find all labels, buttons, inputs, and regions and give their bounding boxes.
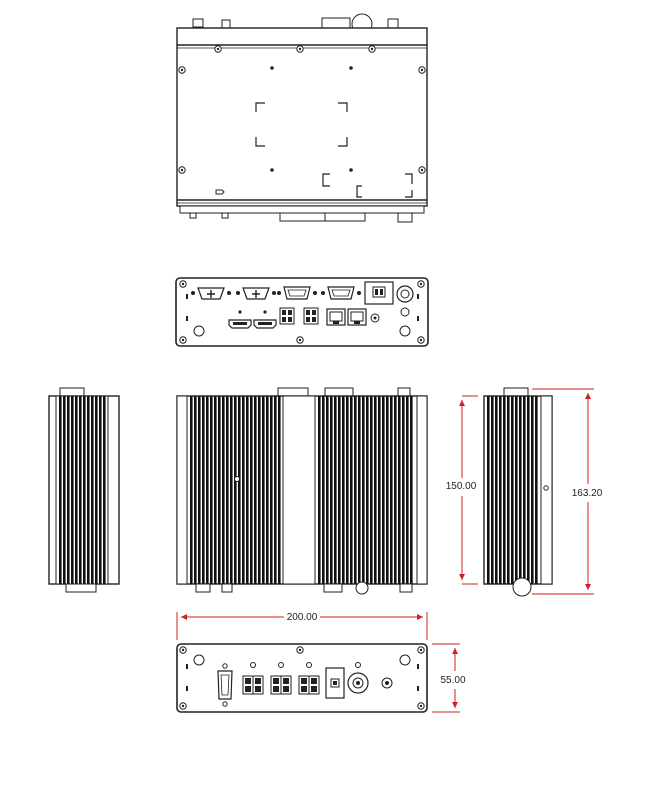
heatsink-fin (386, 396, 389, 584)
heatsink-fin (358, 396, 361, 584)
heatsink-fin (230, 396, 233, 584)
heatsink-fin (250, 396, 253, 584)
dimension-depth-overall: 163.20 (572, 488, 603, 499)
heatsink-fin (274, 396, 277, 584)
heatsink-fin (210, 396, 213, 584)
right-side-view (483, 387, 553, 597)
heatsink-fin (366, 396, 369, 584)
dimension-width: 200.00 (287, 612, 318, 623)
heatsink-fin (262, 396, 265, 584)
heatsink-fin (83, 396, 86, 584)
heatsink-fin (342, 396, 345, 584)
front-view (176, 643, 428, 713)
heatsink-fin (334, 396, 337, 584)
heatsink-fin (222, 396, 225, 584)
heatsink-fin (246, 396, 249, 584)
dimension-height: 55.00 (440, 675, 465, 686)
heatsink-fin (198, 396, 201, 584)
heatsink-fin (71, 396, 74, 584)
heatsink-fin (322, 396, 325, 584)
heatsink-fin (278, 396, 281, 584)
heatsink-fin (238, 396, 241, 584)
heatsink-fin (499, 396, 502, 584)
heatsink-fin (103, 396, 106, 584)
heatsink-fin (59, 396, 62, 584)
top-view (176, 13, 428, 223)
heatsink-fin (91, 396, 94, 584)
heatsink-fin (523, 396, 526, 584)
heatsink-fin (87, 396, 90, 584)
heatsink-fin (206, 396, 209, 584)
heatsink-fin (266, 396, 269, 584)
heatsink-fin (354, 396, 357, 584)
heatsink-fin (79, 396, 82, 584)
heatsink-fin (507, 396, 510, 584)
left-side-view (48, 387, 120, 593)
heatsink-fin (378, 396, 381, 584)
heatsink-fin (338, 396, 341, 584)
heatsink-fin (258, 396, 261, 584)
heatsink-fin (350, 396, 353, 584)
heatsink-fin (202, 396, 205, 584)
heatsink-fin (519, 396, 522, 584)
heatsink-fin (99, 396, 102, 584)
heatsink-fin (495, 396, 498, 584)
heatsink-fin (398, 396, 401, 584)
heatsink-fin (410, 396, 413, 584)
heatsink-fin (326, 396, 329, 584)
heatsink-fin (67, 396, 70, 584)
heatsink-fin (226, 396, 229, 584)
heatsink-fin (218, 396, 221, 584)
heatsink-fin (402, 396, 405, 584)
heatsink-fin (318, 396, 321, 584)
heatsink-fin (242, 396, 245, 584)
heatsink-fin (194, 396, 197, 584)
heatsink-fin (406, 396, 409, 584)
bottom-heatsink-view (176, 387, 428, 595)
heatsink-fin (527, 396, 530, 584)
heatsink-fin (535, 396, 538, 584)
heatsink-fin (95, 396, 98, 584)
dimension-depth-inner: 150.00 (446, 481, 477, 492)
dimension-lines (176, 388, 594, 713)
heatsink-fin (75, 396, 78, 584)
heatsink-fin (374, 396, 377, 584)
heatsink-fin (491, 396, 494, 584)
heatsink-fin (515, 396, 518, 584)
heatsink-fin (382, 396, 385, 584)
heatsink-fin (190, 396, 193, 584)
heatsink-fin (487, 396, 490, 584)
heatsink-fin (370, 396, 373, 584)
heatsink-fin (531, 396, 534, 584)
heatsink-fin (511, 396, 514, 584)
heatsink-fin (254, 396, 257, 584)
heatsink-fin (270, 396, 273, 584)
heatsink-fin (503, 396, 506, 584)
heatsink-fin (63, 396, 66, 584)
heatsink-fin (390, 396, 393, 584)
rear-view (175, 277, 429, 347)
heatsink-fin (346, 396, 349, 584)
heatsink-fin (362, 396, 365, 584)
heatsink-fin (214, 396, 217, 584)
heatsink-fin (394, 396, 397, 584)
heatsink-fin (330, 396, 333, 584)
heatsink-fin (234, 396, 237, 584)
